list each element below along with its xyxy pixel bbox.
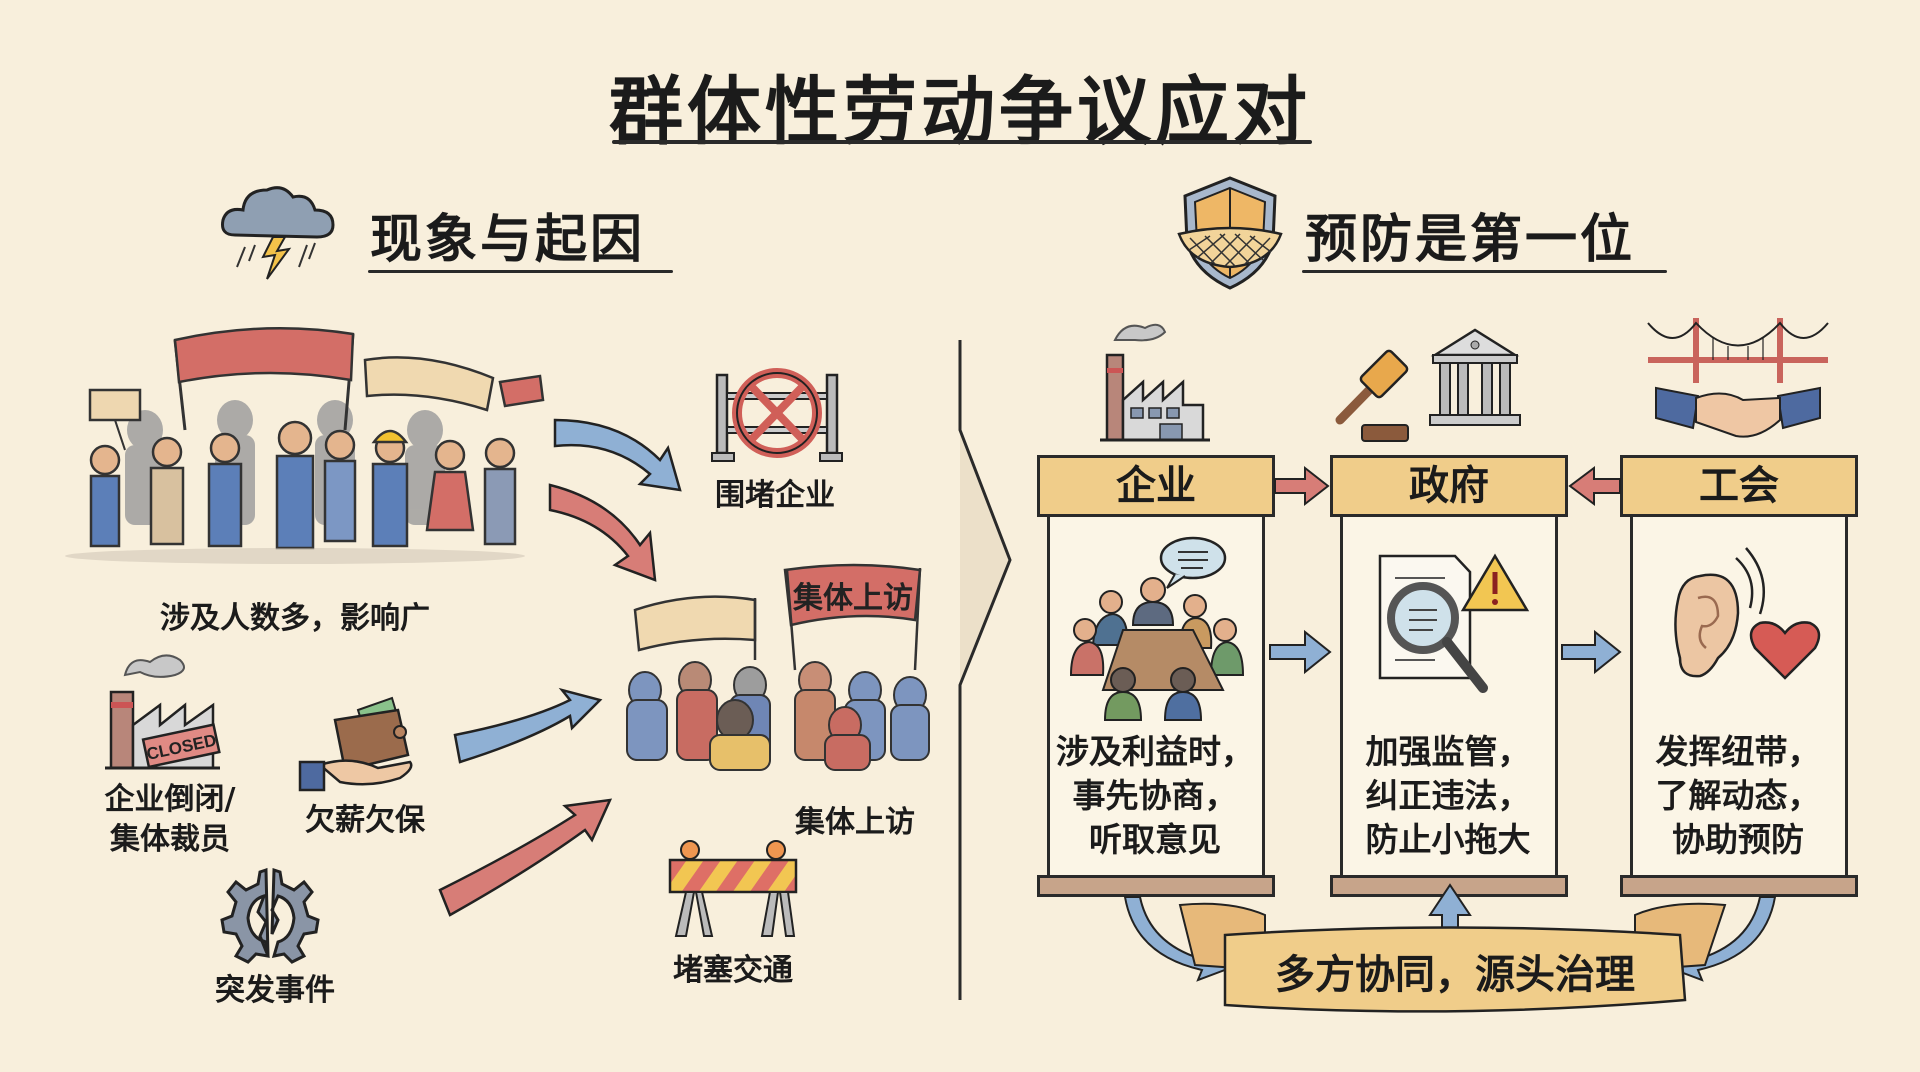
- government-line-2: 纠正违法，: [1365, 776, 1531, 815]
- arrow-red-to-petition: [548, 483, 657, 582]
- cause-label-wage-arrears: 欠薪欠保: [305, 803, 425, 838]
- arrow-blue-panel-1-to-2: [1269, 629, 1332, 675]
- ribbon-text: 多方协同，源头治理: [1275, 952, 1635, 998]
- panel-text-government: 加强监管， 纠正违法， 防止小拖大: [1348, 730, 1548, 862]
- union-line-1: 发挥纽带，: [1655, 732, 1821, 771]
- government-line-3: 防止小拖大: [1365, 820, 1531, 859]
- column-header-government: 政府: [1330, 455, 1568, 517]
- left-section-heading: 现象与起因: [370, 210, 646, 270]
- bridge-handshake-icon: [1647, 318, 1829, 438]
- enterprise-line-1: 涉及利益时，: [1056, 732, 1254, 771]
- arrow-blue-enterprise-to-ribbon: [1123, 896, 1233, 982]
- panel-base-union: [1620, 875, 1858, 897]
- left-heading-underline: [368, 270, 673, 273]
- cause-label-emergency: 突发事件: [215, 973, 335, 1008]
- right-heading-underline: [1302, 270, 1667, 273]
- right-section-heading: 预防是第一位: [1305, 210, 1636, 270]
- closed-factory-icon: CLOSED: [105, 654, 221, 770]
- wallet-hand-icon: [298, 696, 413, 792]
- outcome-label-petition: 集体上访: [795, 805, 915, 840]
- road-barrier-icon: [668, 840, 798, 937]
- crowd-caption: 涉及人数多，影响广: [160, 601, 430, 636]
- union-line-3: 协助预防: [1672, 820, 1804, 859]
- shield-net-icon: [1177, 176, 1283, 290]
- enterprise-line-2: 事先协商，: [1072, 776, 1238, 815]
- panel-union: [1630, 517, 1848, 877]
- broken-gear-icon: [220, 867, 320, 964]
- cause-label-closure-line1: 企业倒闭/: [104, 782, 236, 817]
- column-header-enterprise: 企业: [1037, 455, 1275, 517]
- gavel-courthouse-icon: [1335, 328, 1521, 442]
- workers-protest-crowd-icon: [65, 326, 545, 564]
- panel-text-union: 发挥纽带， 了解动态， 协助预防: [1638, 730, 1838, 862]
- arrow-blue-to-blockade: [553, 418, 682, 492]
- title-underline: [612, 140, 1312, 144]
- cause-label-closure: 企业倒闭/ 集体裁员: [80, 780, 260, 860]
- flow-arrows-left: [438, 418, 682, 917]
- outcome-label-blockade: 围堵企业: [715, 478, 835, 513]
- blocked-gate-icon: [711, 368, 843, 462]
- ribbon-body: [1223, 926, 1687, 1013]
- meeting-table-icon: [1069, 536, 1245, 721]
- document-magnifier-warning-icon: [1378, 553, 1530, 693]
- enterprise-line-3: 听取意见: [1089, 820, 1221, 859]
- arrow-red-union-to-government: [1568, 466, 1621, 506]
- government-line-1: 加强监管，: [1365, 732, 1531, 771]
- petition-banner-text: 集体上访: [792, 581, 913, 616]
- arrow-red-from-emergency: [438, 798, 613, 917]
- section-divider-chevron: [958, 340, 1012, 1000]
- arrow-blue-panel-2-to-3: [1561, 629, 1622, 675]
- arrow-red-enterprise-to-government: [1274, 465, 1330, 507]
- union-line-2: 了解动态，: [1655, 776, 1821, 815]
- panel-base-enterprise: [1037, 875, 1275, 897]
- storm-cloud-icon: [221, 186, 335, 280]
- arrow-blue-from-wages: [453, 687, 603, 764]
- cause-label-closure-line2: 集体裁员: [110, 822, 230, 857]
- outcome-label-traffic: 堵塞交通: [673, 953, 793, 988]
- column-header-union: 工会: [1620, 455, 1858, 517]
- panel-text-enterprise: 涉及利益时， 事先协商， 听取意见: [1055, 730, 1255, 862]
- factory-icon: [1100, 323, 1210, 442]
- panel-enterprise: [1047, 517, 1265, 877]
- ear-heart-icon: [1674, 547, 1821, 680]
- protest-crowd-icon: 集体上访: [626, 563, 930, 771]
